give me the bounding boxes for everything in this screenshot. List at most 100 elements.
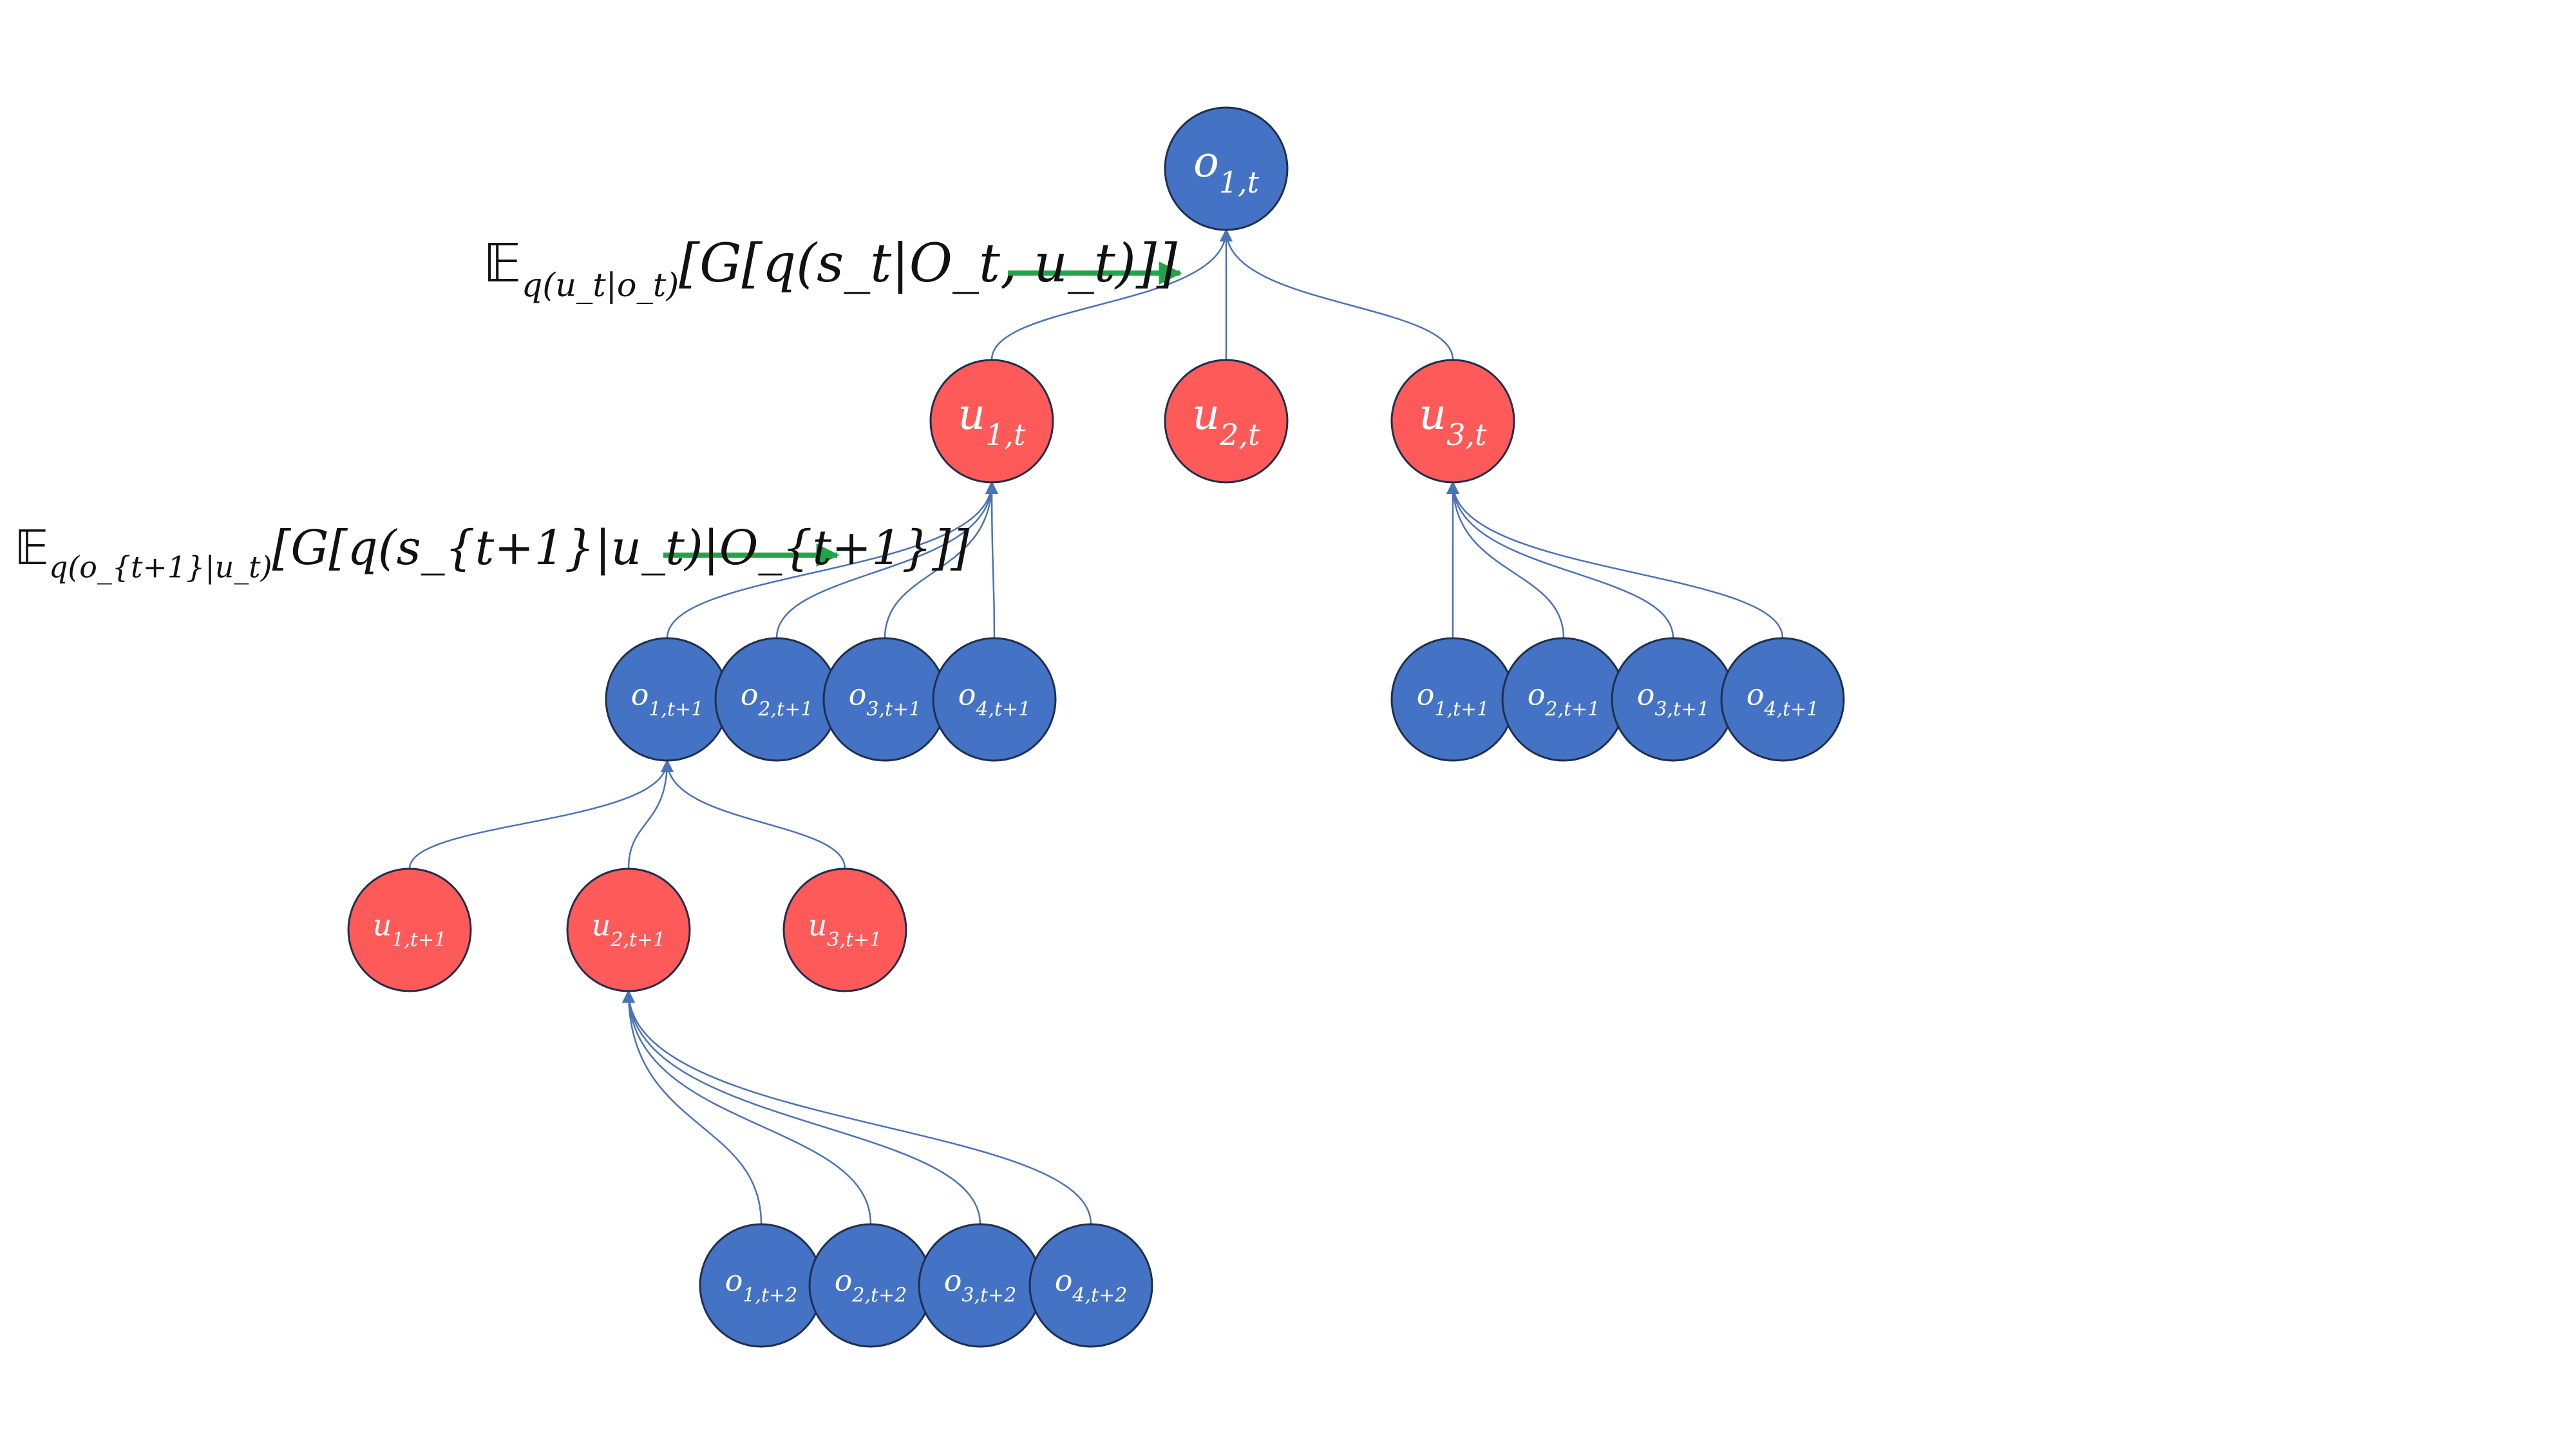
node-oA2-label-sub: 2,t+1	[757, 698, 813, 721]
node-oB2-label-sub: 2,t+1	[1544, 698, 1600, 721]
node-oB1: o1,t+1	[1390, 637, 1515, 762]
edge-u1t-to-root	[990, 229, 1233, 361]
node-u2t: u2,t	[1164, 359, 1289, 484]
formula-top-expectation-subscript: q(u_t|o_t)	[521, 265, 679, 304]
formula-top-body: [G[q(s_t|O_t, u_t)]]	[679, 233, 1177, 294]
node-oA3-label-main: o	[849, 677, 867, 712]
node-u2t-label: u2,t	[1193, 390, 1260, 452]
node-u1t-label: u1,t	[958, 390, 1026, 452]
node-root-label-main: o	[1193, 137, 1219, 187]
edge-oB4-to-u3t	[1446, 481, 1784, 639]
node-u3t1: u3,t+1	[782, 867, 907, 992]
node-u2t-circle	[1164, 359, 1289, 484]
node-oC1-label-main: o	[725, 1263, 743, 1298]
edge-oC4-to-u2t1	[622, 990, 1092, 1225]
node-oB4: o4,t+1	[1720, 637, 1845, 762]
node-oA3-label-sub: 3,t+1	[866, 698, 921, 721]
node-u3t-circle	[1390, 359, 1515, 484]
node-u3t-label-sub: 3,t	[1446, 417, 1487, 452]
edge-oC1-to-u2t1	[622, 990, 762, 1225]
formula-top-expectation: 𝔼	[483, 233, 522, 294]
node-oB1-label: o1,t+1	[1417, 677, 1490, 721]
node-oA1-label-main: o	[631, 677, 649, 712]
node-oC2-label-sub: 2,t+2	[851, 1284, 907, 1307]
node-oB3: o3,t+1	[1611, 637, 1736, 762]
node-oC1-label-sub: 1,t+2	[743, 1284, 797, 1307]
node-u1t1: u1,t+1	[347, 867, 472, 992]
node-u1t: u1,t	[929, 359, 1054, 484]
node-oC3-label-sub: 3,t+2	[961, 1284, 1016, 1307]
node-oA4-label-main: o	[958, 677, 976, 712]
edges-layer	[408, 229, 1784, 1225]
node-oA2-label: o2,t+1	[741, 677, 813, 721]
node-oC4-label-main: o	[1055, 1263, 1073, 1298]
formula-arrows-layer	[663, 261, 1182, 567]
node-u1t1-circle	[347, 867, 472, 992]
node-root-label: o1,t	[1193, 137, 1260, 200]
node-u3t-label: u3,t	[1419, 390, 1487, 452]
node-oB3-label-main: o	[1637, 677, 1655, 712]
node-u2t1: u2,t+1	[566, 867, 691, 992]
formula-mid-expectation-subscript: q(o_{t+1}|u_t)	[48, 549, 272, 585]
node-u3t1-label-main: u	[808, 907, 828, 942]
node-oA4-label-sub: 4,t+1	[975, 698, 1030, 721]
node-u1t1-label-sub: 1,t+1	[392, 929, 446, 951]
node-u2t1-label-sub: 2,t+1	[610, 929, 665, 951]
edge-u2t1-to-oA1	[627, 759, 674, 869]
node-oC4: o4,t+2	[1028, 1223, 1153, 1348]
node-oB3-label: o3,t+1	[1637, 677, 1710, 721]
node-oA3: o3,t+1	[822, 637, 947, 762]
formula-mid: 𝔼q(o_{t+1}|u_t)[G[q(s_{t+1}|u_t)|O_{t+1}…	[14, 520, 969, 585]
node-oA1: o1,t+1	[605, 637, 730, 762]
node-oC3-label-main: o	[944, 1263, 962, 1298]
node-oC4-circle	[1028, 1223, 1153, 1348]
formula-top: 𝔼q(u_t|o_t)[G[q(s_t|O_t, u_t)]]	[483, 233, 1177, 304]
node-oB1-label-sub: 1,t+1	[1434, 698, 1489, 721]
node-u3t: u3,t	[1390, 359, 1515, 484]
node-oC2-label: o2,t+2	[835, 1263, 907, 1307]
edge-oB3-to-u3t	[1446, 481, 1674, 639]
edge-oC3-to-u2t1	[622, 990, 981, 1225]
node-oC2-label-main: o	[835, 1263, 853, 1298]
node-oC4-label: o4,t+2	[1055, 1263, 1128, 1307]
node-oA3-label: o3,t+1	[849, 677, 922, 721]
node-oA1-label-sub: 1,t+1	[649, 698, 703, 721]
node-oA4: o4,t+1	[932, 637, 1057, 762]
edge-u3t1-to-oA1	[661, 759, 846, 869]
node-oA1-label: o1,t+1	[631, 677, 704, 721]
edge-oA4-to-u1t	[985, 481, 999, 639]
formula-mid-expectation: 𝔼	[14, 520, 49, 576]
node-oA2: o2,t+1	[714, 637, 839, 762]
node-oA4-label: o4,t+1	[958, 677, 1031, 721]
node-oB4-label: o4,t+1	[1747, 677, 1819, 721]
node-u3t1-circle	[782, 867, 907, 992]
node-oC1: o1,t+2	[699, 1223, 824, 1348]
node-u3t-label-main: u	[1419, 390, 1447, 439]
node-oC2: o2,t+2	[808, 1223, 933, 1348]
node-u2t-label-sub: 2,t	[1219, 417, 1260, 452]
node-u1t-circle	[929, 359, 1054, 484]
node-u1t1-label: u1,t+1	[373, 907, 447, 951]
node-u2t1-circle	[566, 867, 691, 992]
node-oB4-circle	[1720, 637, 1845, 762]
edge-u1t1-to-oA1	[408, 759, 674, 869]
node-u2t-label-main: u	[1193, 390, 1220, 439]
edge-oB2-to-u3t	[1446, 481, 1565, 639]
edge-oA3-to-u1t	[884, 481, 998, 639]
node-oB1-label-main: o	[1417, 677, 1435, 712]
node-oC4-label-sub: 4,t+2	[1072, 1284, 1127, 1307]
node-oB2-label-main: o	[1528, 677, 1546, 712]
edge-oC2-to-u2t1	[622, 990, 872, 1225]
node-oC3-label: o3,t+2	[944, 1263, 1017, 1307]
node-oA4-circle	[932, 637, 1057, 762]
node-u3t1-label-sub: 3,t+1	[827, 929, 882, 951]
edge-oA1-to-u1t	[666, 481, 998, 639]
node-u1t1-label-main: u	[373, 907, 392, 942]
edge-oA2-to-u1t	[775, 481, 998, 639]
node-oB4-label-sub: 4,t+1	[1763, 698, 1819, 721]
node-u3t1-label: u3,t+1	[808, 907, 882, 951]
node-oB4-label-main: o	[1747, 677, 1765, 712]
node-u1t-label-main: u	[958, 390, 986, 439]
